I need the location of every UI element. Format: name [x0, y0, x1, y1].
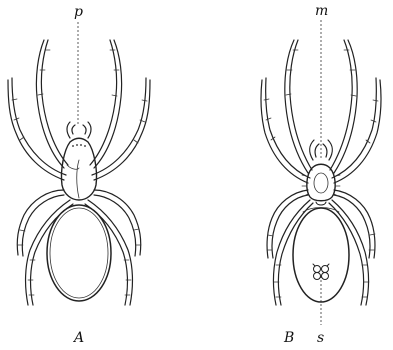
label-s: s: [317, 330, 324, 346]
legs-b-right: [329, 40, 381, 305]
sternum-b: [307, 164, 335, 201]
cephalothorax-a: [61, 138, 96, 200]
legs-b-left: [261, 40, 313, 305]
abdomen-b: [293, 208, 349, 302]
palps-a: [67, 122, 91, 138]
spider-b: m B s: [261, 3, 381, 346]
panel-label-b: B: [283, 330, 294, 346]
spider-a: p A: [8, 4, 150, 346]
label-m: m: [315, 3, 328, 19]
panel-label-a: A: [72, 330, 84, 346]
legs-a-right: [85, 40, 150, 305]
abdomen-a: [47, 205, 111, 301]
label-p: p: [74, 4, 83, 20]
eyes-a: [72, 144, 86, 147]
leg-joints-a: [12, 50, 147, 295]
legs-a-left: [8, 40, 73, 305]
